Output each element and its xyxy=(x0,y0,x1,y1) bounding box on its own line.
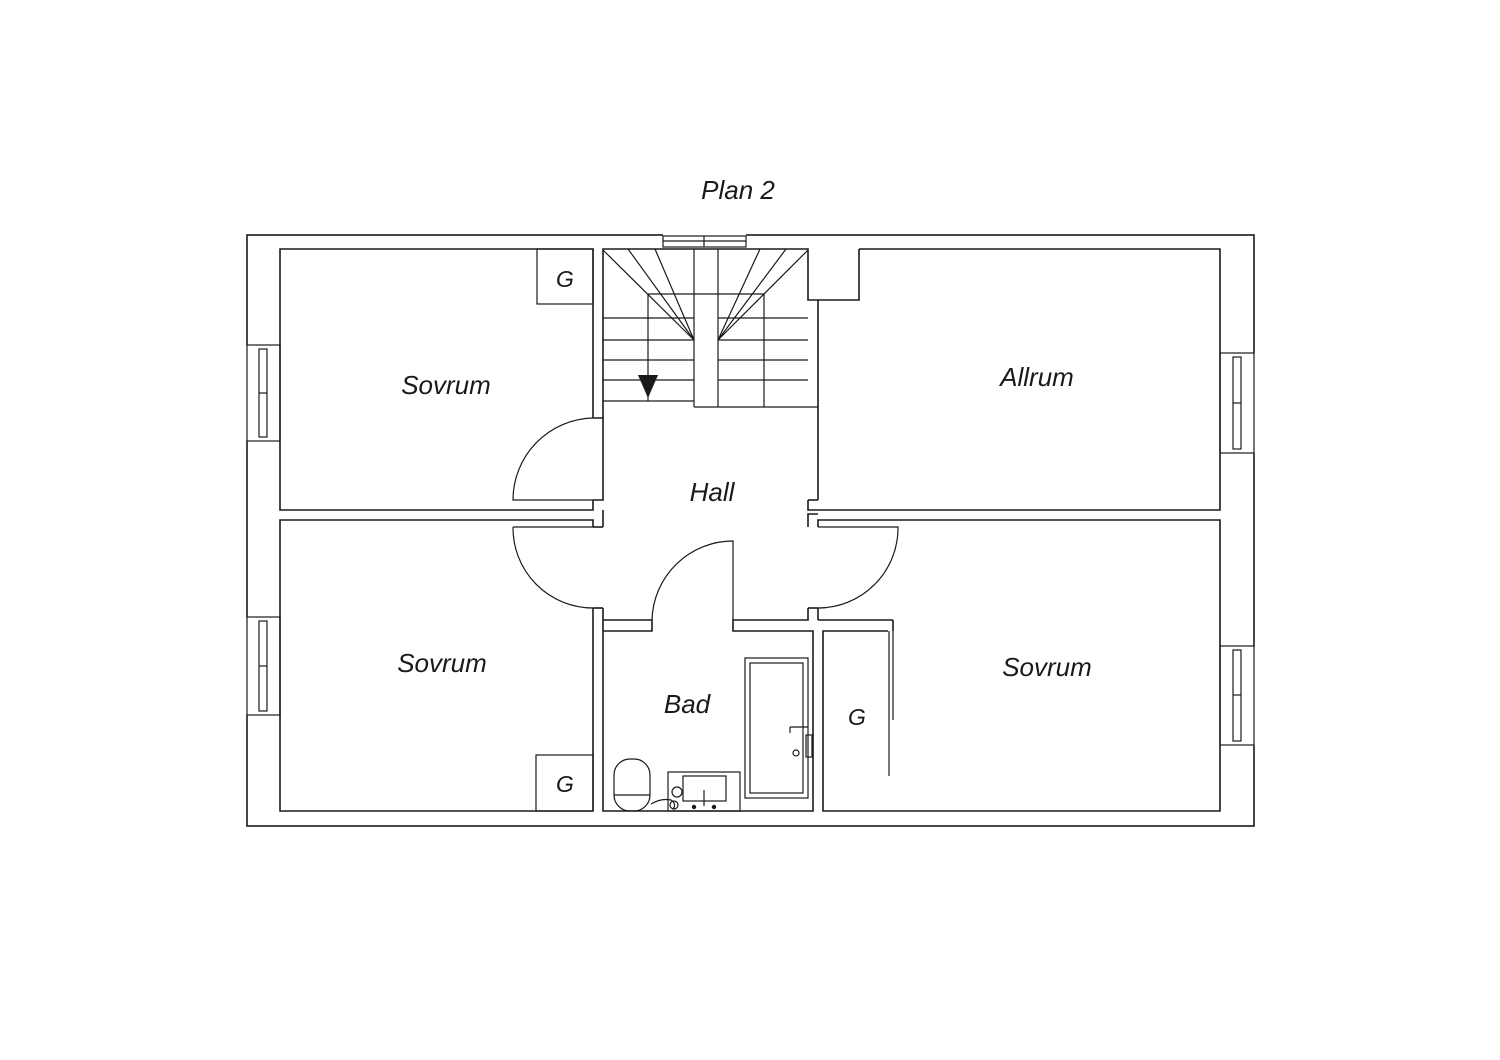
label-bedroom-top-left: Sovrum xyxy=(401,370,491,400)
room-family-room xyxy=(807,248,1221,511)
window-left-lower xyxy=(243,616,282,716)
window-right-lower xyxy=(1218,645,1258,746)
label-hall: Hall xyxy=(690,477,736,507)
window-right-upper xyxy=(1218,352,1258,454)
label-bedroom-bottom-left: Sovrum xyxy=(397,648,487,678)
room-bedroom-top-left xyxy=(279,248,594,511)
plan-title: Plan 2 xyxy=(701,175,775,205)
label-closet-top-left: G xyxy=(556,266,574,292)
room-bedroom-right xyxy=(808,519,1221,812)
label-bathroom: Bad xyxy=(664,689,712,719)
room-hall xyxy=(512,417,818,527)
staircase xyxy=(602,248,860,418)
room-bathroom xyxy=(602,540,814,812)
room-bedroom-bottom-left xyxy=(279,519,603,812)
label-closet-right: G xyxy=(848,704,866,730)
shower-tap-icon xyxy=(650,786,683,810)
label-closet-bottom-left: G xyxy=(556,771,574,797)
bathtub-icon xyxy=(744,657,813,799)
label-family-room: Allrum xyxy=(998,362,1074,392)
label-bedroom-right: Sovrum xyxy=(1002,652,1092,682)
toilet-icon xyxy=(613,758,651,812)
stair-down-arrow-icon xyxy=(638,375,658,398)
window-top xyxy=(662,231,747,251)
sink-icon xyxy=(667,771,741,812)
window-left-upper xyxy=(243,344,282,442)
outer-wall xyxy=(246,234,1255,827)
